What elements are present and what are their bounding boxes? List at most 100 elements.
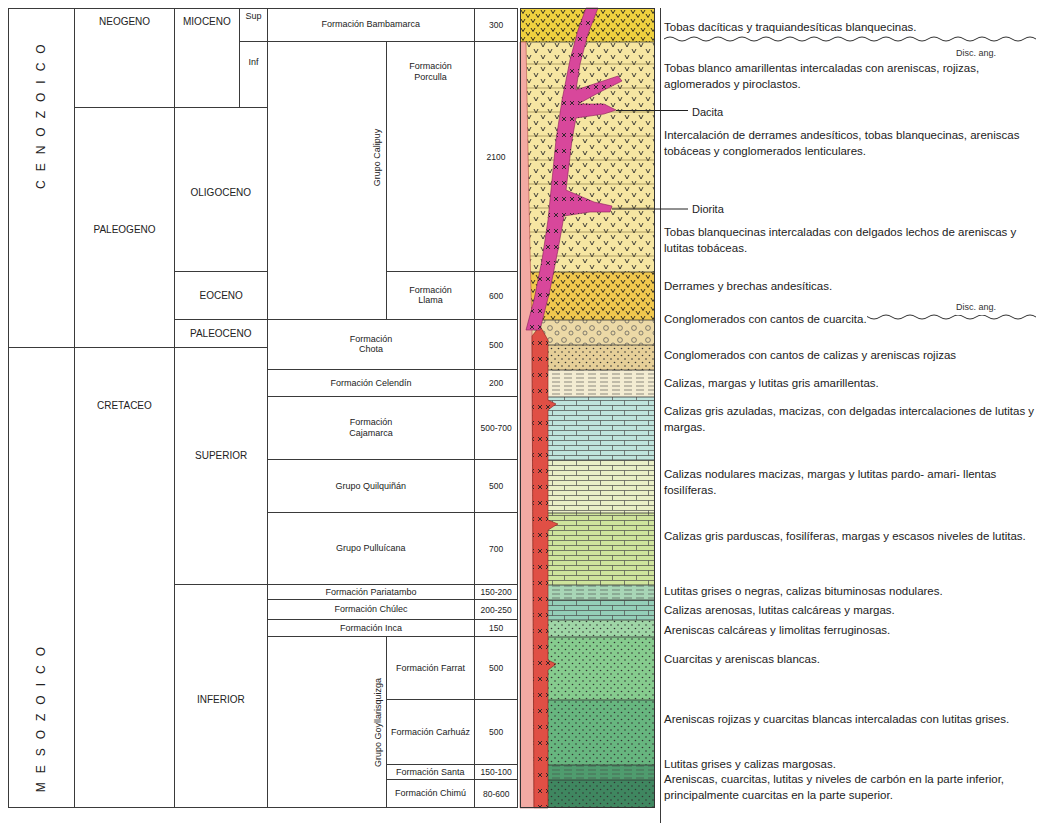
epoch-name: PALEOCENO	[190, 328, 252, 340]
lithology-description: Calizas gris azuladas, macizas, con delg…	[664, 403, 1036, 435]
formation-cell: Formación Carhuáz	[386, 700, 474, 765]
thickness-value: 200-250	[481, 605, 512, 615]
label-holder: Lutitas grises y calizas margosas.	[664, 755, 1036, 772]
formation-cell: Formación Inca	[268, 620, 475, 637]
column-divider	[660, 8, 661, 823]
lithology-description: Lutitas grises o negras, calizas bitumin…	[664, 583, 943, 599]
group-cell: Grupo CalipuyFormación PorcullaFormación…	[268, 42, 475, 320]
table-border	[8, 8, 518, 808]
period-name: CRETACEO	[97, 400, 152, 412]
group-name: Grupo Pulluícana	[336, 543, 406, 554]
formation-name: Formación Carhuáz	[391, 727, 470, 738]
rock-pattern	[520, 42, 655, 272]
thickness-cell: 700	[475, 513, 518, 585]
group-name: Grupo Quilquiñán	[336, 481, 407, 492]
lithology-description: Cuarcitas y areniscas blancas.	[664, 651, 820, 667]
formation-cell: Formación Chota	[268, 320, 475, 370]
lithology-description: Areniscas calcáreas y limolitas ferrugin…	[664, 622, 890, 638]
lithology-description: Tobas dacíticas y traquiandesíticas blan…	[664, 19, 917, 35]
epoch-cell: SUPERIOR	[175, 348, 268, 585]
formation-name: Formación Bambamarca	[322, 19, 421, 30]
lithology-column	[520, 8, 655, 808]
thickness-cell: 500-700	[475, 397, 518, 460]
label-holder: Calizas nodulares macizas, margas y luti…	[664, 466, 1036, 498]
label-holder: Derrames y brechas andesíticas.	[664, 277, 1036, 294]
formation-cell: Formación Chúlec	[268, 600, 475, 620]
era-cell: CENOZOICO	[8, 8, 75, 348]
label-holder: Diorita	[692, 200, 772, 217]
intrusion-label: Diorita	[692, 201, 724, 217]
epoch-name: INFERIOR	[197, 694, 245, 706]
thickness-value: 2100	[487, 152, 506, 162]
thickness-value: 600	[489, 291, 503, 301]
intrusion-label: Dacita	[692, 104, 723, 120]
label-holder: Tobas dacíticas y traquiandesíticas blan…	[664, 18, 1036, 35]
formation-name: Formación Chimú	[395, 788, 466, 799]
formation-name: Formación Chúlec	[335, 604, 408, 615]
epoch-name: SUPERIOR	[195, 450, 247, 462]
epoch-name: EOCENO	[200, 290, 243, 302]
formation-name: Formación Chota	[339, 334, 403, 356]
label-holder: Tobas blanco amarillentas intercaladas c…	[664, 60, 1036, 92]
period-cell: CRETACEO	[75, 348, 175, 808]
label-holder: Dacita	[692, 103, 772, 120]
formation-cell: Formación Santa	[386, 765, 474, 780]
thickness-value: 500	[489, 340, 503, 350]
label-holder: Conglomerados con cantos de cuarcita.	[664, 310, 1036, 327]
label-holder: Lutitas grises o negras, calizas bitumin…	[664, 582, 1036, 599]
epoch-cell: EOCENO	[175, 272, 268, 320]
thickness-value: 500	[489, 481, 503, 491]
leader-line	[612, 209, 688, 210]
group-cell: Grupo Quilquiñán	[268, 460, 475, 513]
era-name: CENOZOICO	[34, 35, 48, 189]
thickness-value: 80-600	[483, 789, 509, 799]
thickness-cell: 500	[475, 700, 518, 765]
formation-cell: Formación Porculla	[386, 42, 474, 272]
thickness-value: 700	[489, 544, 503, 554]
formation-cell: Formación Pariatambo	[268, 585, 475, 600]
thickness-cell: 200-250	[475, 600, 518, 620]
unconformity-label: Disc. ang.	[956, 45, 996, 61]
formation-cell: Formación Bambamarca	[268, 8, 475, 42]
label-holder: Conglomerados con cantos de calizas y ar…	[664, 346, 1036, 363]
epoch-cell: OLIGOCENO	[175, 108, 268, 272]
subepoch-name: Sup	[246, 11, 262, 22]
dike-pattern	[526, 8, 622, 330]
thickness-cell: 200	[475, 370, 518, 397]
thickness-value: 150-100	[481, 767, 512, 777]
formation-cell: Formación Chimú	[386, 780, 474, 807]
thickness-value: 200	[489, 378, 503, 388]
lithology-description: Tobas blanquecinas intercaladas con delg…	[664, 224, 1036, 256]
group-name: Grupo Goyllarisquizga	[373, 677, 384, 766]
formation-cell: Formación Farrat	[386, 637, 474, 700]
period-name: NEOGENO	[99, 16, 150, 28]
lithology-description: Derrames y brechas andesíticas.	[664, 278, 832, 294]
lithology-description: Conglomerados con cantos de calizas y ar…	[664, 347, 956, 363]
thickness-value: 500-700	[481, 423, 512, 433]
period-name: PALEOGENO	[94, 224, 156, 236]
group-name: Grupo Calipuy	[372, 128, 383, 186]
intrusions	[520, 8, 655, 808]
lithology-description: Calizas arenosas, lutitas calcáreas y ma…	[664, 602, 895, 618]
formation-name: Formación Cajamarca	[339, 417, 403, 439]
label-holder: Disc. ang.	[956, 43, 1026, 61]
thickness-cell: 2100	[475, 42, 518, 272]
group-cell: Grupo GoyllarisquizgaFormación FarratFor…	[268, 637, 475, 808]
intrusive-body	[532, 326, 558, 808]
annotations	[612, 37, 1036, 319]
era-cell: MESOZOICO	[8, 348, 75, 808]
thickness-cell: 500	[475, 320, 518, 370]
rock-layer	[520, 42, 655, 272]
lithology-description: Areniscas rojizas y cuarcitas blancas in…	[664, 711, 1009, 727]
table-frame	[8, 8, 661, 823]
lithology-description: Calizas gris parduscas, fosilíferas, mar…	[664, 528, 1026, 544]
thickness-cell: 150-100	[475, 765, 518, 780]
formation-name: Formación Pariatambo	[326, 587, 417, 598]
label-holder: Intercalación de derrames andesíticos, t…	[664, 127, 1036, 159]
label-holder: Calizas, margas y lutitas gris amarillen…	[664, 374, 1036, 391]
unconformity-label: Disc. ang.	[956, 299, 996, 315]
lithology-description: Tobas blanco amarillentas intercaladas c…	[664, 60, 1036, 92]
epoch-cell: MIOCENO	[175, 8, 240, 108]
intrusive-band	[520, 42, 534, 808]
